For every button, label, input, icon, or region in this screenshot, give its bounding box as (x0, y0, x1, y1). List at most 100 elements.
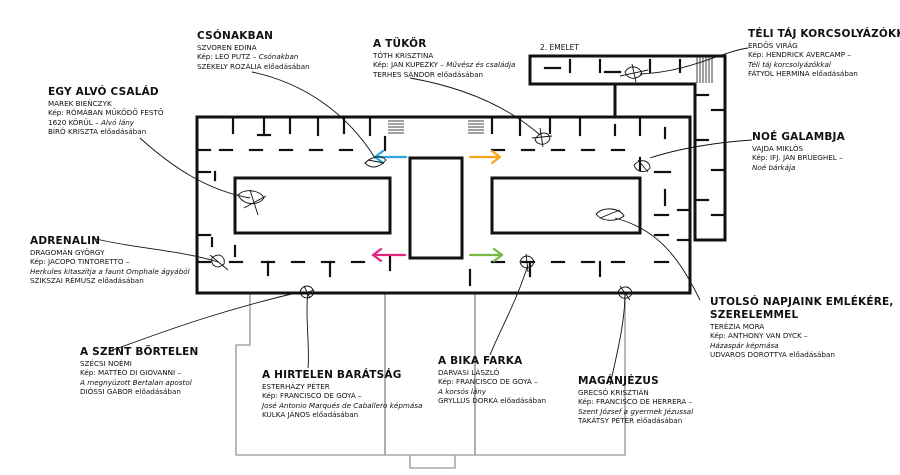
label-line: Szent József a gyermek Jézussal (578, 407, 693, 416)
label-text: Kép: FRANCISCO DE HERRERA – (578, 397, 693, 407)
label-text: Kép: LEO PUTZ – (197, 52, 259, 62)
label-text: DIÓSSI GÁBOR előadásában (80, 387, 181, 397)
label-line: Kép: JACOPO TINTORETTO – (30, 257, 190, 266)
floor-label: 2. EMELET (540, 43, 579, 52)
main-floor-walls (195, 54, 727, 295)
label-text: TERÉZIA MORA (710, 322, 765, 331)
label-line: BÍRÓ KRISZTA előadásában (48, 127, 164, 136)
label-text: Kép: FRANCISCO DE GOYA – (262, 391, 362, 401)
label-line: Házaspár képmása (710, 341, 894, 350)
label-line: Herkules kitaszítja a faunt Omphale ágyá… (30, 267, 190, 276)
marker-noe-galambja-icon (633, 159, 651, 173)
marker-teli-taj-icon (619, 63, 649, 83)
label-title: TÉLI TÁJ KORCSOLYÁZÓKKAL (748, 28, 900, 40)
label-title: UTOLSÓ NAPJAINK EMLÉKÉRE, (710, 296, 894, 308)
label-line: TERÉZIA MORA (710, 322, 894, 331)
label-text: Kép: HENDRICK AVERCAMP – (748, 50, 851, 60)
artwork-title: Herkules kitaszítja a faunt Omphale ágyá… (30, 266, 190, 276)
label-text: MAREK BIEŃCZYK (48, 99, 112, 108)
artwork-title: Alvó lány (100, 117, 135, 127)
label-line: UDVAROS DOROTTYA előadásában (710, 350, 894, 359)
label-text: Kép: MATTEO DI GIOVANNI – (80, 368, 182, 378)
label-text: SZÉKELY ROZÁLIA előadásában (197, 61, 310, 71)
marker-maganjezus-icon (617, 285, 633, 301)
label-line: SZIKSZAI RÉMUSZ előadásában (30, 276, 190, 285)
label-text: Kép: ANTHONY VAN DYCK – (710, 331, 808, 341)
label-line: GRYLLUS DORKA előadásában (438, 396, 546, 405)
label-line: TÓTH KRISZTINA (373, 51, 515, 60)
label-title: NOÉ GALAMBJA (752, 131, 845, 143)
label-title-line-2: SZERELEMMEL (710, 309, 799, 321)
label-line: DRAGOMÁN GYÖRGY (30, 248, 190, 257)
label-line: MAREK BIEŃCZYK (48, 99, 164, 108)
marker-egy-alvo-csalad-icon (237, 189, 267, 216)
label-line: GRECSÓ KRISZTIÁN (578, 388, 693, 397)
lower-floor-outline (235, 293, 626, 469)
label-text: TERHES SÁNDOR előadásában (373, 69, 484, 79)
marker-utolso-napjaink-icon (595, 208, 625, 221)
label-text: SZÉCSI NOÉMI (80, 359, 132, 368)
label-line: Téli táj korcsolyázókkal (748, 60, 900, 69)
label-line: DARVASI LÁSZLÓ (438, 368, 546, 377)
label-text: Kép: FRANCISCO DE GOYA – (438, 377, 538, 387)
label-text: GRYLLUS DORKA előadásában (438, 396, 547, 406)
label-line: Noé bárkája (752, 163, 845, 172)
artwork-title: Házaspár képmása (710, 340, 779, 350)
artwork-title: Téli táj korcsolyázókkal (748, 59, 831, 69)
marker-a-tukor-icon (531, 127, 553, 148)
label-line: ESTERHÁZY PÉTER (262, 382, 422, 391)
label-line: DIÓSSI GÁBOR előadásában (80, 387, 198, 396)
direction-arrows (371, 149, 504, 263)
label-text: TÓTH KRISZTINA (373, 51, 434, 60)
label-text: SZVOREN EDINA (197, 43, 257, 52)
label-text: SZIKSZAI RÉMUSZ előadásában (30, 276, 144, 286)
label-line: ERDŐS VIRÁG (748, 41, 900, 50)
stair-hatching (388, 57, 713, 134)
artwork-markers (209, 63, 651, 301)
artwork-title: A megnyúzott Bertalan apostol (80, 377, 192, 387)
marker-a-hirtelen-baratsag-icon (299, 285, 315, 299)
artwork-title: José Antonio Marqués de Caballero képmás… (262, 400, 423, 410)
label-line: Kép: FRANCISCO DE GOYA – (262, 391, 422, 400)
label-line: Kép: JAN KUPEZKY – Művész és családja (373, 60, 515, 69)
label-line: A megnyúzott Bertalan apostol (80, 378, 198, 387)
label-text: 1620 KÖRÜL – (48, 117, 101, 127)
marker-csonakban-icon (364, 156, 387, 168)
label-text: GRECSÓ KRISZTIÁN (578, 388, 649, 397)
label-title: A BIKA FARKA (438, 355, 523, 367)
label-text: Kép: RÓMÁBAN MŰKÖDŐ FESTŐ (48, 108, 164, 118)
label-title: A SZENT BŐRTELEN (80, 346, 199, 358)
label-title: ADRENALIN (30, 235, 101, 247)
arrow-magenta-icon (371, 247, 407, 263)
label-text: UDVAROS DOROTTYA előadásában (710, 350, 835, 360)
label-line: SZVOREN EDINA (197, 43, 310, 52)
label-title: EGY ALVÓ CSALÁD (48, 86, 159, 98)
label-line: Kép: LEO PUTZ – Csónakban (197, 52, 310, 61)
arrow-orange-icon (468, 149, 502, 165)
label-text: KULKA JÁNOS előadásában (262, 410, 359, 420)
label-text: Kép: IFJ. JAN BRUEGHEL – (752, 153, 843, 163)
artwork-title: Csónakban (258, 52, 299, 62)
artwork-title: A korsós lány (438, 386, 487, 396)
label-line: Kép: HENDRICK AVERCAMP – (748, 50, 900, 59)
leader-lines (91, 47, 753, 386)
label-line: Kép: RÓMÁBAN MŰKÖDŐ FESTŐ (48, 108, 164, 117)
label-line: SZÉKELY ROZÁLIA előadásában (197, 62, 310, 71)
label-line: Kép: MATTEO DI GIOVANNI – (80, 368, 198, 377)
artwork-title: Szent József a gyermek Jézussal (578, 406, 694, 416)
artwork-title: Művész és családja (446, 60, 516, 70)
label-title: A HIRTELEN BARÁTSÁG (262, 369, 402, 381)
label-line: Kép: FRANCISCO DE HERRERA – (578, 397, 693, 406)
label-line: TERHES SÁNDOR előadásában (373, 70, 515, 79)
label-text: Kép: JACOPO TINTORETTO – (30, 257, 130, 267)
interior-partitions (195, 58, 727, 287)
